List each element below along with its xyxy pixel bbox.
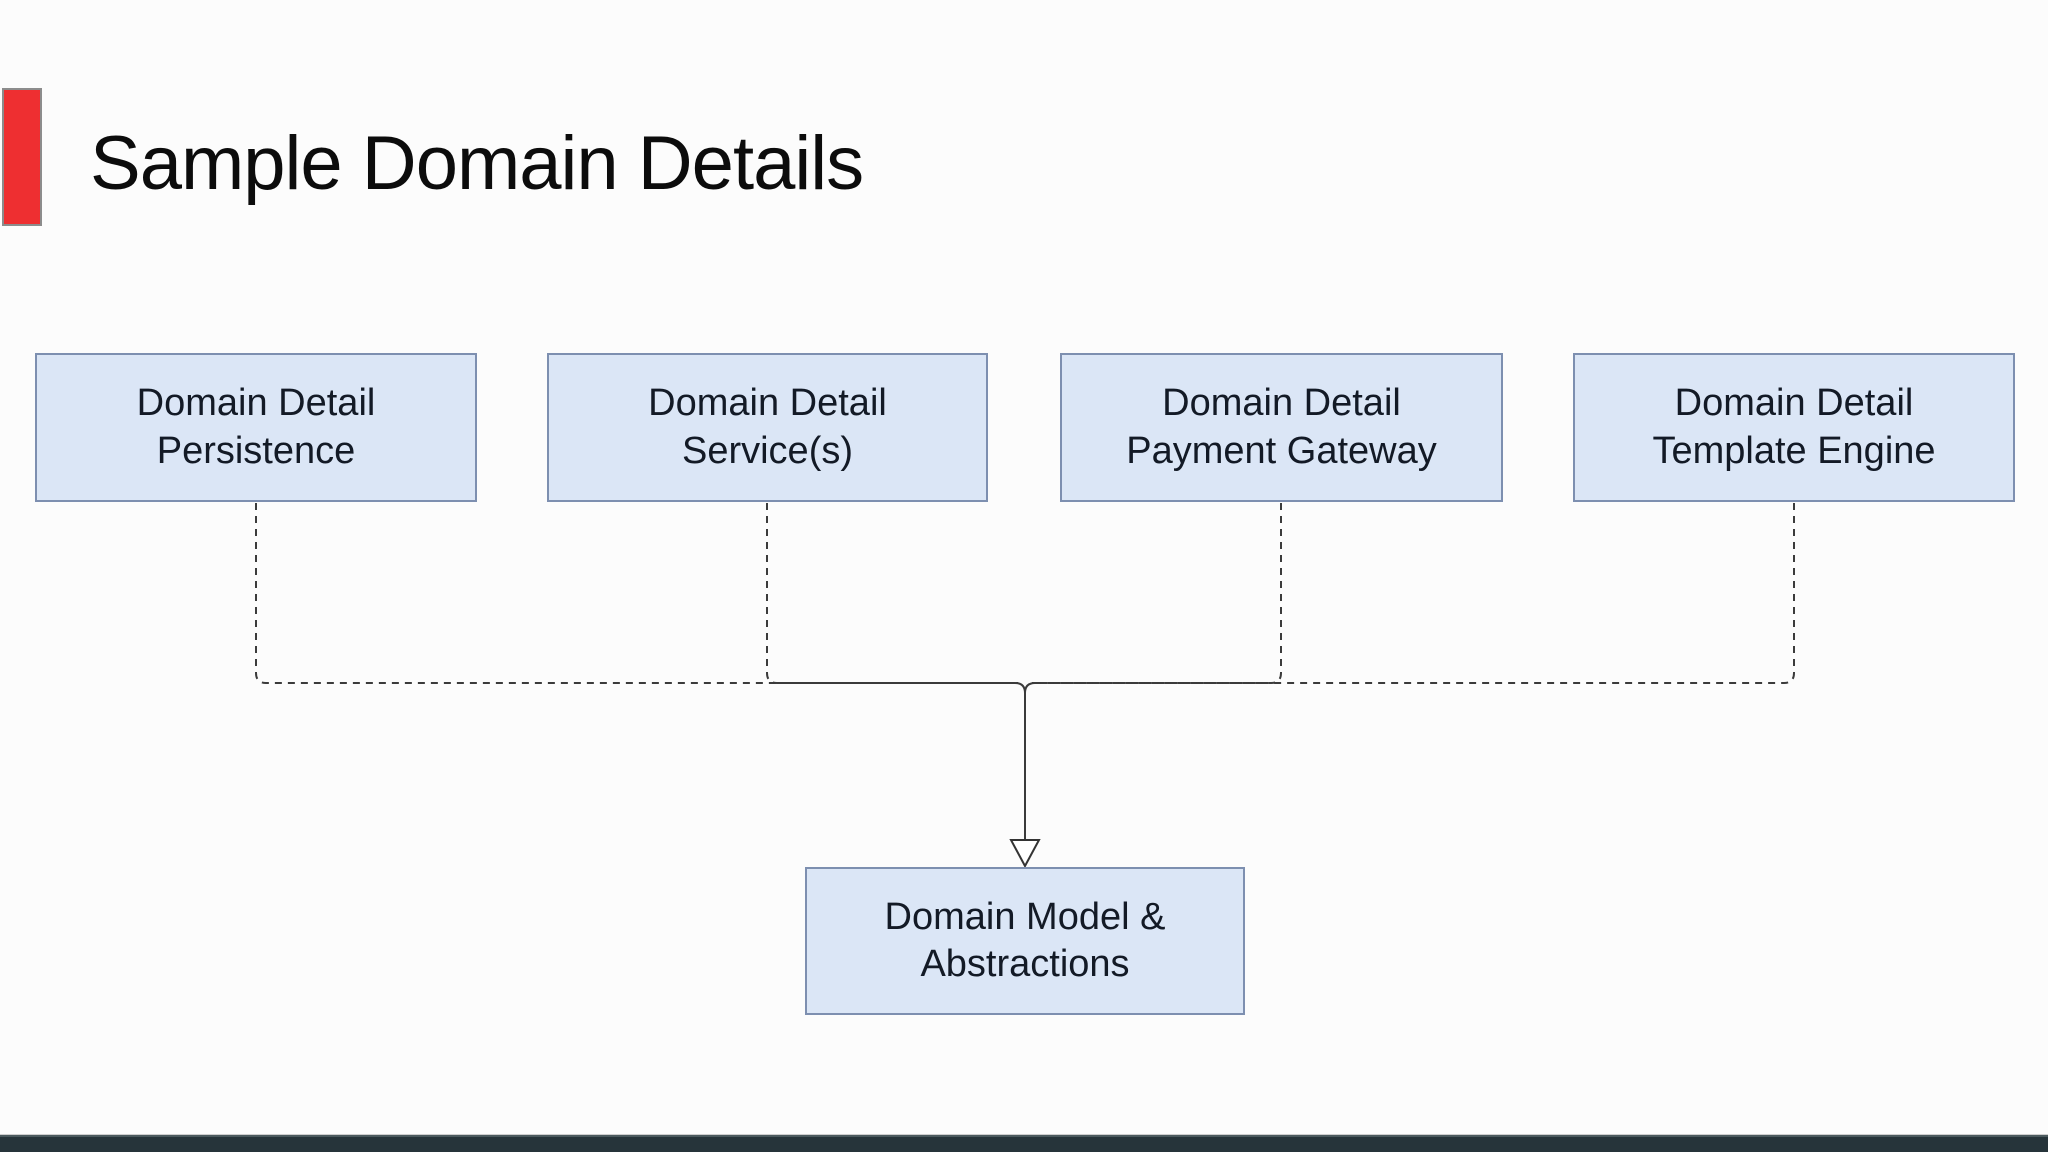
box-label-line: Persistence — [156, 429, 356, 472]
footer-bar — [0, 1134, 2048, 1152]
box-label-line: Domain Detail — [648, 382, 887, 425]
connector-persistence — [255, 503, 1018, 684]
connector-merge-right — [1024, 682, 1036, 694]
box-label-line: Template Engine — [1652, 429, 1936, 472]
connector-services — [766, 503, 1018, 684]
box-domain-detail-payment-gateway: Domain Detail Payment Gateway — [1060, 353, 1503, 502]
box-label-line: Domain Detail — [136, 382, 376, 425]
arrowhead-icon — [1009, 839, 1041, 869]
box-domain-detail-template-engine: Domain Detail Template Engine — [1573, 353, 2015, 502]
connector-payment-gateway — [1032, 503, 1282, 684]
box-domain-model-abstractions: Domain Model & Abstractions — [805, 867, 1245, 1015]
box-label-line: Service(s) — [681, 429, 854, 472]
connector-merge-left — [777, 682, 1026, 839]
connector-template-engine — [1032, 503, 1795, 684]
title-accent-block — [2, 88, 42, 226]
box-label-line: Abstractions — [920, 943, 1130, 985]
box-label-line: Domain Detail — [1674, 382, 1914, 425]
box-domain-detail-services: Domain Detail Service(s) — [547, 353, 988, 502]
page-title: Sample Domain Details — [90, 121, 864, 206]
box-label-line: Payment Gateway — [1126, 429, 1437, 472]
box-label-line: Domain Detail — [1162, 382, 1401, 425]
box-domain-detail-persistence: Domain Detail Persistence — [35, 353, 477, 502]
box-label-line: Domain Model & — [884, 895, 1166, 938]
